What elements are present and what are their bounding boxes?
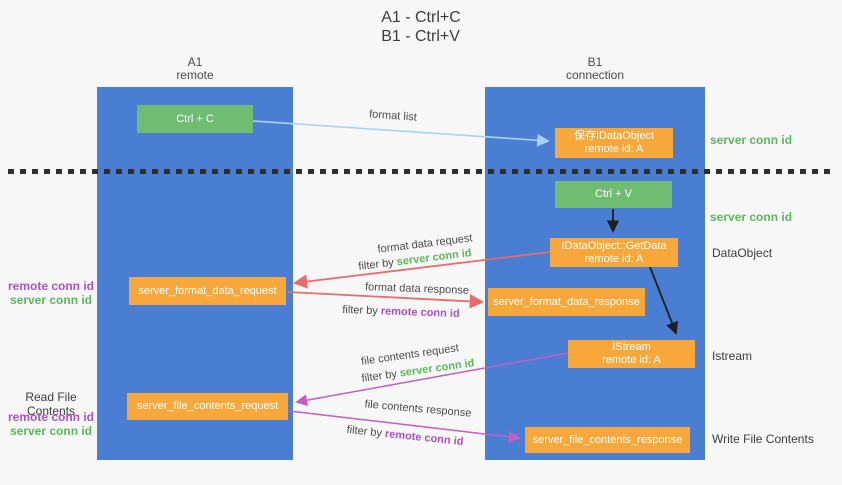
label-server-conn-id-mid: server conn id (710, 210, 793, 224)
label-group-format-conn-ids: remote conn id server conn id (0, 279, 102, 307)
node-format-request-label: server_format_data_request (138, 284, 277, 297)
column-header-b1: B1 connection (485, 56, 705, 82)
arrow-format-data-response (287, 291, 485, 309)
arrow-file-contents-response (288, 410, 521, 443)
node-ctrl-c-label: Ctrl + C (176, 112, 214, 125)
label-server-conn-id-1: server conn id (9, 293, 93, 307)
node-istream: IStream remote id: A (568, 340, 695, 368)
node-istream-line1: IStream (612, 341, 651, 353)
label-write-file-contents: Write File Contents (712, 432, 814, 446)
session-divider-dotted-line (8, 169, 834, 174)
arrow-format-list (252, 120, 550, 147)
title-line-a1: A1 - Ctrl+C (381, 9, 461, 26)
column-a1-role: remote (176, 68, 214, 82)
filter-prefix-2: filter by (342, 303, 382, 318)
column-b1-id: B1 (587, 55, 603, 69)
node-getdata-line1: IDataObject::GetData (561, 239, 667, 252)
node-server-format-data-response: server_format_data_response (488, 288, 645, 316)
node-server-format-data-request: server_format_data_request (129, 277, 286, 305)
node-server-file-contents-request: server_file_contents_request (127, 393, 288, 420)
node-idataobject-getdata: IDataObject::GetData remote id: A (550, 238, 678, 267)
column-a1-id: A1 (187, 55, 203, 69)
diagram-title: A1 - Ctrl+C B1 - Ctrl+V (0, 8, 842, 46)
node-getdata-line2: remote id: A (584, 252, 644, 265)
column-b1-role: connection (565, 68, 625, 82)
node-save-dataobject-line2: remote id: A (584, 143, 644, 155)
label-server-conn-id-2: server conn id (9, 424, 93, 438)
node-ctrl-c: Ctrl + C (137, 105, 253, 133)
label-read-file-contents: Read File Contents (25, 390, 77, 418)
arrow-getdata-to-istream (649, 266, 678, 335)
node-ctrl-v: Ctrl + V (555, 181, 672, 208)
node-server-file-contents-response: server_file_contents_response (525, 427, 690, 453)
node-file-response-label: server_file_contents_response (532, 433, 683, 446)
node-file-request-label: server_file_contents_request (136, 400, 279, 412)
title-line-b1: B1 - Ctrl+V (381, 28, 460, 45)
label-group-file-conn-ids: remote conn id server conn id (0, 410, 102, 438)
label-istream: Istream (712, 349, 753, 363)
node-format-response-label: server_format_data_response (493, 295, 640, 308)
label-remote-conn-id-2: remote conn id (7, 410, 94, 424)
arrow-file-contents-request (295, 352, 569, 407)
node-ctrl-v-label: Ctrl + V (595, 188, 632, 200)
node-istream-line2: remote id: A (602, 354, 661, 366)
node-save-dataobject: 保存IDataObject remote id: A (555, 128, 673, 158)
label-remote-conn-id-1: remote conn id (7, 279, 94, 293)
column-header-a1: A1 remote (97, 56, 293, 82)
node-save-dataobject-line1: 保存IDataObject (573, 130, 655, 142)
arrow-format-data-request (292, 251, 551, 289)
label-dataobject: DataObject (712, 246, 773, 260)
label-server-conn-id-top: server conn id (710, 133, 793, 147)
